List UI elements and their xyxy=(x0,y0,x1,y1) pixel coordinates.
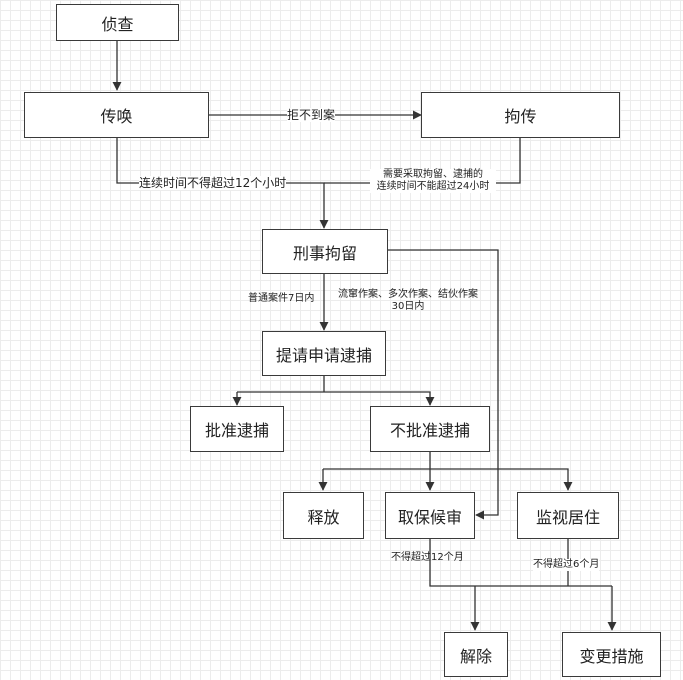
edge-juliu-qubao xyxy=(388,249,499,520)
label-juchuan-line1: 需要采取拘留、逮捕的 xyxy=(383,169,483,180)
node-shifang[interactable]: 释放 xyxy=(283,492,364,539)
label-juchuan-line2: 连续时间不能超过24小时 xyxy=(376,181,490,192)
edge-to-jianshi xyxy=(323,468,573,491)
node-zhencha[interactable]: 侦查 xyxy=(56,4,179,41)
node-chuanhuan[interactable]: 传唤 xyxy=(24,92,209,138)
node-xingshi-juliu[interactable]: 刑事拘留 xyxy=(262,229,388,274)
label-special-line1: 流窜作案、多次作案、结伙作案 xyxy=(338,289,478,300)
node-qubao-houshen[interactable]: 取保候审 xyxy=(385,492,475,539)
label-special-line2: 30日内 xyxy=(391,301,425,312)
label-surveillance-6m: 不得超过6个月 xyxy=(533,559,600,571)
node-jiechu[interactable]: 解除 xyxy=(444,632,508,677)
edge-to-bupizhun xyxy=(237,391,435,406)
label-juchuan-condition: 需要采取拘留、逮捕的 连续时间不能超过24小时 xyxy=(370,169,496,193)
node-tiqing-daibu[interactable]: 提请申请逮捕 xyxy=(262,331,386,376)
label-bail-12m: 不得超过12个月 xyxy=(391,552,464,563)
node-bupizhun-daibu[interactable]: 不批准逮捕 xyxy=(370,406,490,452)
edge-qubao-down xyxy=(429,539,612,587)
node-jianshi-juzhu[interactable]: 监视居住 xyxy=(517,492,619,539)
label-special-cases: 流窜作案、多次作案、结伙作案 30日内 xyxy=(331,289,485,313)
node-pizhun-daibu[interactable]: 批准逮捕 xyxy=(190,406,284,452)
label-normal-7d: 普通案件7日内 xyxy=(248,293,315,304)
label-continuous-12h: 连续时间不得超过12个小时 xyxy=(139,176,287,190)
node-juchuan[interactable]: 拘传 xyxy=(421,92,620,138)
label-refuse: 拒不到案 xyxy=(287,108,336,122)
node-biangeng-cuoshi[interactable]: 变更措施 xyxy=(562,632,661,677)
